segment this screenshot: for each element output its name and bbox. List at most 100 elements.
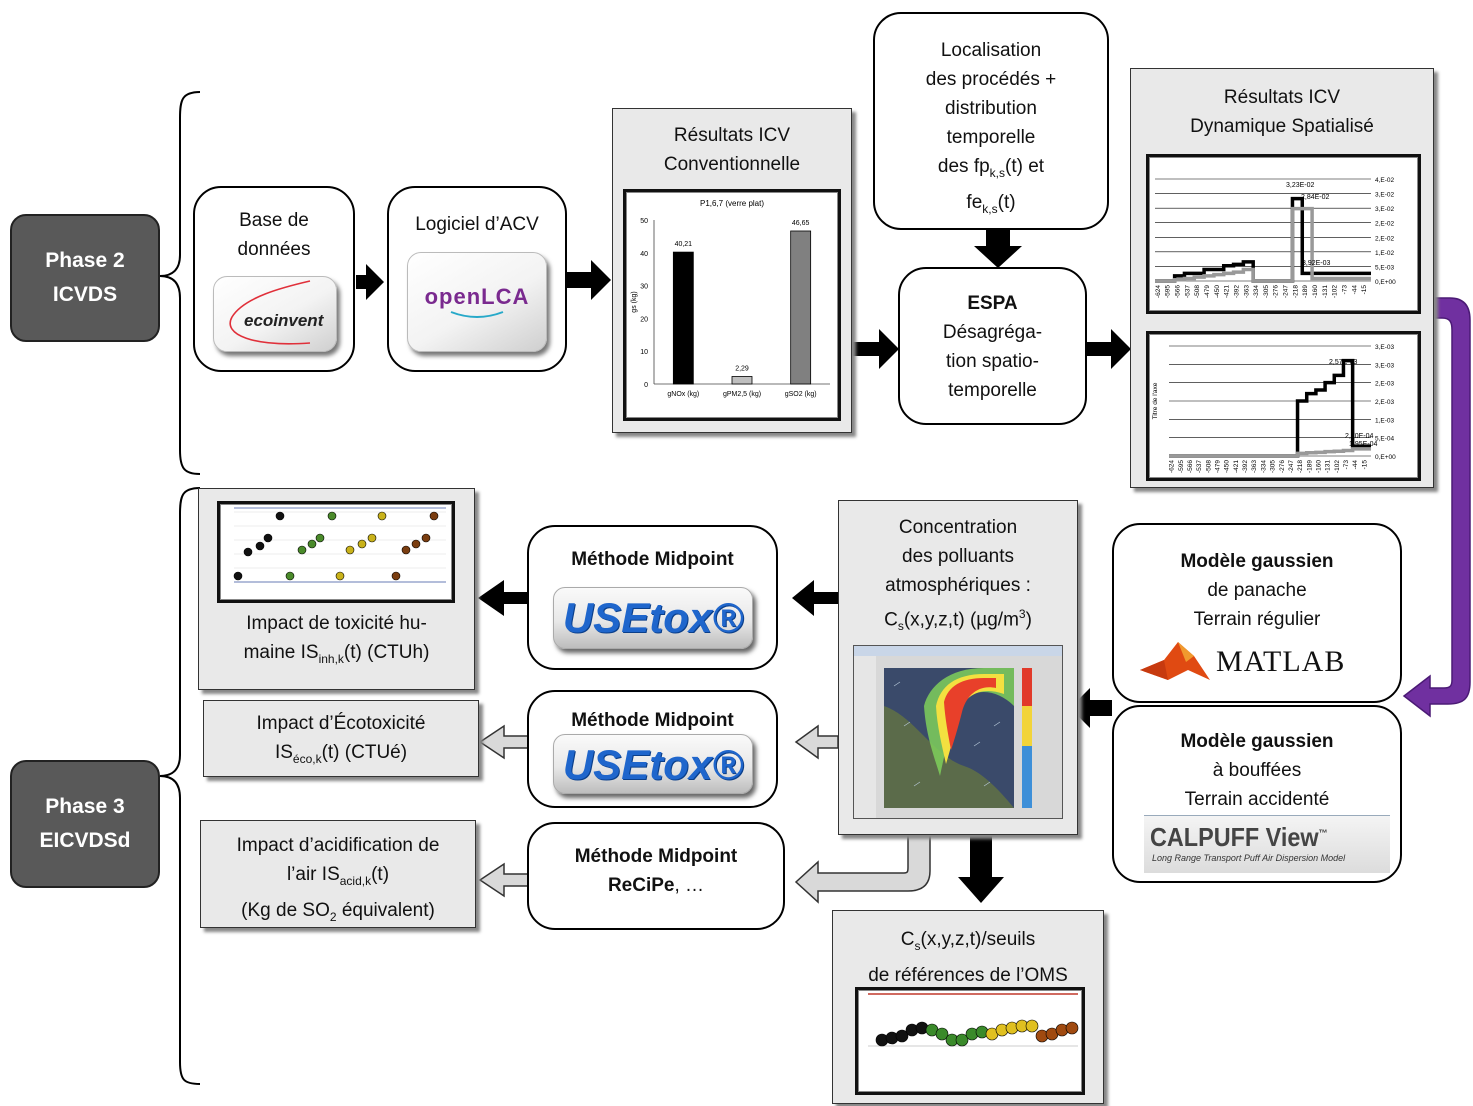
y-tick-label: 10 (640, 349, 648, 356)
y-tick-label: 5,E-04 (1375, 436, 1395, 443)
calpuff-logo-subtitle: Long Range Transport Puff Air Dispersion… (1152, 853, 1346, 863)
x-tick-label: -537 (1184, 285, 1191, 298)
x-tick-label: -73 (1343, 460, 1350, 470)
gaussian-plume-box: Modèle gaussien de panache Terrain régul… (1112, 523, 1402, 703)
database-label-2: données (237, 239, 311, 260)
data-point (255, 541, 265, 551)
midpoint-1-box: Méthode Midpoint USEtox® (527, 525, 778, 670)
gauss-puff-line-1: à bouffées (1212, 760, 1302, 781)
y-tick-label: 30 (640, 284, 648, 291)
x-tick-label: -160 (1316, 460, 1323, 473)
x-tick-label: -363 (1251, 460, 1258, 473)
acid-line-1: Impact d’acidification de (236, 835, 440, 856)
bar (790, 230, 812, 385)
y-tick-label: 4,E-02 (1375, 177, 1395, 184)
gauss-puff-line-2: Terrain accidenté (1184, 789, 1330, 810)
x-tick-label: -392 (1242, 460, 1249, 473)
calpuff-logo: CALPUFF View™ Long Range Transport Puff … (1144, 815, 1390, 873)
bar-value-label: 2,29 (735, 365, 749, 372)
oms-chart (855, 987, 1085, 1095)
acid-line-2: l’air ISacid,k(t) (286, 864, 390, 888)
y-tick-label: 3,E-02 (1375, 206, 1395, 213)
icv-dynamic-box: Résultats ICV Dynamique Spatialisé 0,E+0… (1130, 68, 1434, 488)
localisation-line-3: distribution (945, 98, 1037, 119)
data-point (935, 1027, 949, 1041)
x-tick-label: -334 (1260, 460, 1267, 473)
arrow-concentration-to-midpoint3 (794, 834, 931, 904)
bar-value-label: 46,65 (792, 220, 810, 227)
localisation-line-2: des procédés + (925, 69, 1057, 90)
purple-arrow (1402, 297, 1471, 718)
data-series-line (1155, 206, 1371, 283)
data-point (345, 545, 355, 555)
concentration-line-2: des polluants (902, 546, 1014, 567)
data-point (377, 511, 387, 521)
arrow-localisation-to-espa (974, 230, 1022, 268)
x-tick-label: -421 (1233, 460, 1240, 473)
x-tick-label: -479 (1204, 285, 1211, 298)
y-tick-label: 3,E-03 (1375, 344, 1395, 351)
x-tick-label: -450 (1224, 460, 1231, 473)
icv-dyn-title-1: Résultats ICV (1223, 87, 1341, 108)
phase-2-box: Phase 2 ICVDS (10, 214, 160, 342)
x-tick-label: -131 (1322, 285, 1329, 298)
line-chart-1-svg: 0,E+005,E-031,E-022,E-022,E-023,E-023,E-… (1155, 177, 1396, 298)
annotation-label: 3,23E-02 (1286, 182, 1315, 189)
data-point (327, 511, 337, 521)
arrow-concentration-to-midpoint2 (794, 724, 839, 760)
x-tick-label: gNOx (kg) (667, 391, 699, 398)
x-tick-label: -102 (1334, 460, 1341, 473)
data-point (357, 539, 367, 549)
x-tick-label: -566 (1175, 285, 1182, 298)
x-tick-label: -73 (1341, 285, 1348, 295)
openlca-logo: openLCA (407, 252, 547, 352)
x-tick-label: -247 (1288, 460, 1295, 473)
annotation-label: 1,95E-04 (1349, 441, 1378, 448)
data-point (1065, 1021, 1079, 1035)
x-tick-label: -595 (1178, 460, 1185, 473)
gaussian-puff-box: Modèle gaussien à bouffées Terrain accid… (1112, 705, 1402, 883)
x-tick-label: -276 (1279, 460, 1286, 473)
database-box: Base de données ecoinvent (193, 186, 355, 372)
openlca-logo-text: openLCA (424, 284, 530, 309)
matlab-logo: MATLAB (1138, 637, 1378, 687)
x-tick-label: -189 (1302, 285, 1309, 298)
arrow-midpoint2-to-ecotox (478, 724, 529, 760)
calpuff-logo-text: CALPUFF View™ (1150, 822, 1328, 852)
y-tick-label: 2,E-02 (1375, 235, 1395, 242)
oms-line-2: de références de l’OMS (868, 964, 1068, 986)
data-point (233, 571, 243, 581)
y-tick-label: 40 (640, 251, 648, 258)
ecoinvent-swoosh-icon (229, 280, 311, 345)
midpoint-3-box: Méthode Midpoint ReCiPe, … (527, 822, 785, 930)
database-label-1: Base de (239, 210, 309, 231)
ecoinvent-logo: ecoinvent (213, 276, 337, 352)
phase-3-code: EICVDSd (39, 829, 131, 852)
x-tick-label: -537 (1196, 460, 1203, 473)
toxicity-chart (217, 501, 455, 603)
x-tick-label: -595 (1165, 285, 1172, 298)
midpoint-3-title: Méthode Midpoint (574, 846, 738, 867)
ecotox-line-1: Impact d’Écotoxicité (256, 713, 426, 734)
toxicity-line-1: Impact de toxicité hu- (246, 613, 427, 634)
y-tick-label: 0 (644, 382, 648, 389)
dispersion-map-svg (854, 646, 1062, 818)
midpoint-2-title: Méthode Midpoint (571, 710, 734, 731)
y-axis-label: Titre de l'axe (1152, 382, 1159, 419)
icv-conv-title-1: Résultats ICV (673, 125, 791, 146)
x-tick-label: -218 (1297, 460, 1304, 473)
arrow-midpoint1-to-tox (478, 580, 528, 616)
x-tick-label: -102 (1332, 285, 1339, 298)
acid-line-3: (Kg de SO2 équivalent) (241, 899, 435, 924)
x-tick-label: -218 (1292, 285, 1299, 298)
x-tick-label: -508 (1194, 285, 1201, 298)
matlab-logo-text: MATLAB (1216, 645, 1346, 678)
midpoint-3-method: ReCiPe, … (607, 875, 705, 896)
x-tick-label: -508 (1205, 460, 1212, 473)
espa-line-3: temporelle (948, 380, 1037, 401)
x-tick-label: -160 (1312, 285, 1319, 298)
data-series-line (1155, 196, 1371, 283)
